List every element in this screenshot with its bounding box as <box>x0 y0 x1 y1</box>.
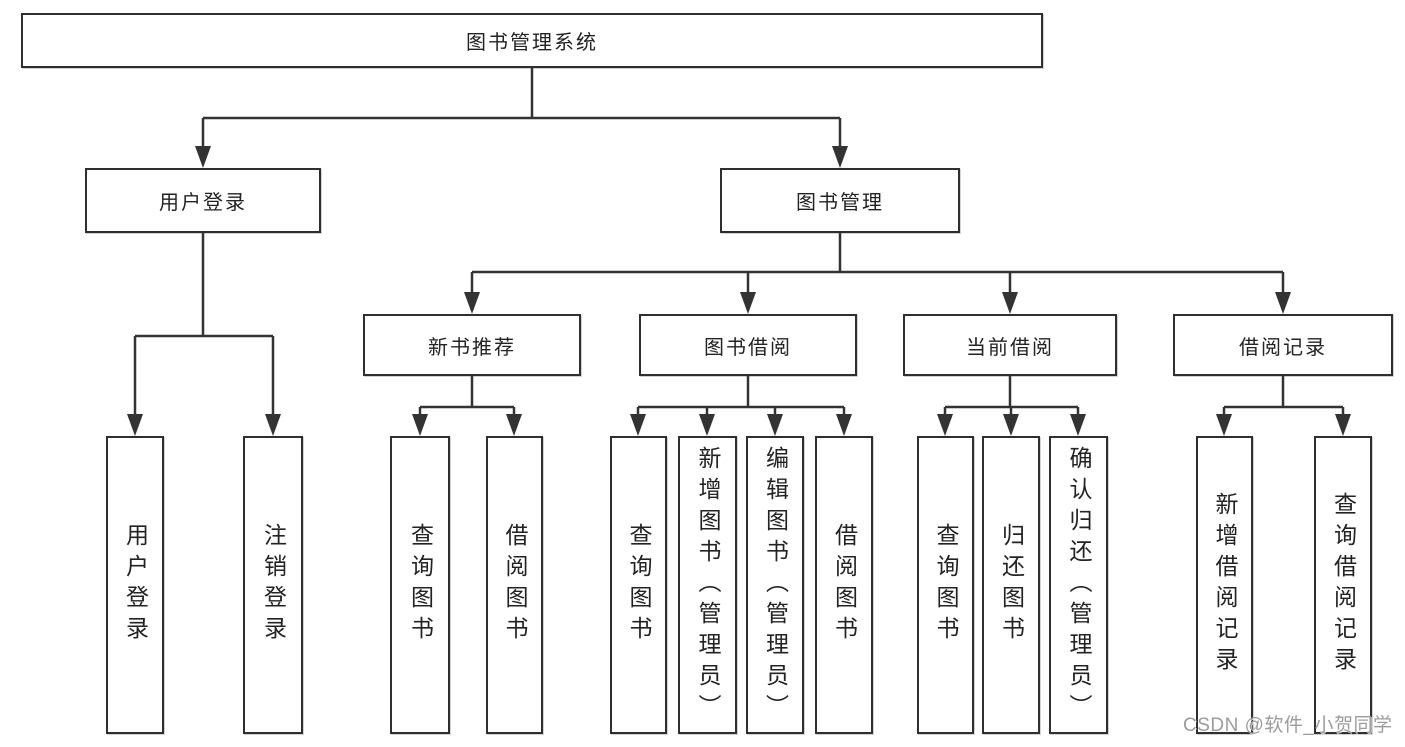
leaf-query-book-2: 查询图书 <box>610 436 667 734</box>
node-book-borrowing: 图书借阅 <box>639 314 857 376</box>
book-borrowing-connector <box>630 376 852 436</box>
borrowing-records-connector-arrowheads <box>1216 414 1351 436</box>
current-borrowing-connector-arrowheads <box>937 414 1086 436</box>
node-borrowing-records: 借阅记录 <box>1173 314 1393 376</box>
current-borrowing-connector <box>937 376 1086 436</box>
new-book-recommend-connector-arrowheads <box>412 414 522 436</box>
node-root-library-system: 图书管理系统 <box>21 13 1043 68</box>
user-login-connector <box>127 233 281 436</box>
book-borrowing-connector-arrowheads <box>630 414 852 436</box>
leaf-borrow-book-1: 借阅图书 <box>486 436 543 734</box>
borrowing-records-connector-lines <box>1222 376 1345 418</box>
leaf-logout-login: 注销登录 <box>243 436 303 734</box>
node-user-login: 用户登录 <box>85 168 321 233</box>
leaf-return-book: 归还图书 <box>982 436 1040 734</box>
leaf-query-book-1: 查询图书 <box>390 436 450 734</box>
node-book-management: 图书管理 <box>720 168 960 233</box>
book-management-connector-lines <box>470 233 1285 296</box>
user-login-connector-lines <box>133 233 275 418</box>
book-management-connector-arrowheads <box>464 292 1291 314</box>
book-borrowing-connector-lines <box>636 376 846 418</box>
leaf-confirm-return-admin: 确认归还（管理员） <box>1049 436 1108 734</box>
leaf-add-book-admin: 新增图书（管理员） <box>678 436 737 734</box>
node-current-borrowing: 当前借阅 <box>903 314 1117 376</box>
new-book-recommend-connector <box>412 376 522 436</box>
root-connector-lines <box>201 68 842 150</box>
borrowing-records-connector <box>1216 376 1351 436</box>
leaf-query-borrow-record: 查询借阅记录 <box>1314 436 1372 734</box>
leaf-add-borrow-record: 新增借阅记录 <box>1196 436 1253 734</box>
root-connector-arrowheads <box>195 146 848 168</box>
leaf-user-login: 用户登录 <box>106 436 164 734</box>
book-management-connector <box>464 233 1291 314</box>
current-borrowing-connector-lines <box>943 376 1080 418</box>
user-login-connector-arrowheads <box>127 414 281 436</box>
new-book-recommend-connector-lines <box>418 376 516 418</box>
leaf-borrow-book-2: 借阅图书 <box>815 436 873 734</box>
leaf-edit-book-admin: 编辑图书（管理员） <box>746 436 804 734</box>
leaf-query-book-3: 查询图书 <box>917 436 974 734</box>
node-new-book-recommend: 新书推荐 <box>363 314 581 376</box>
csdn-watermark: CSDN @软件_小贺同学 <box>1183 715 1393 736</box>
root-connector <box>195 68 848 168</box>
